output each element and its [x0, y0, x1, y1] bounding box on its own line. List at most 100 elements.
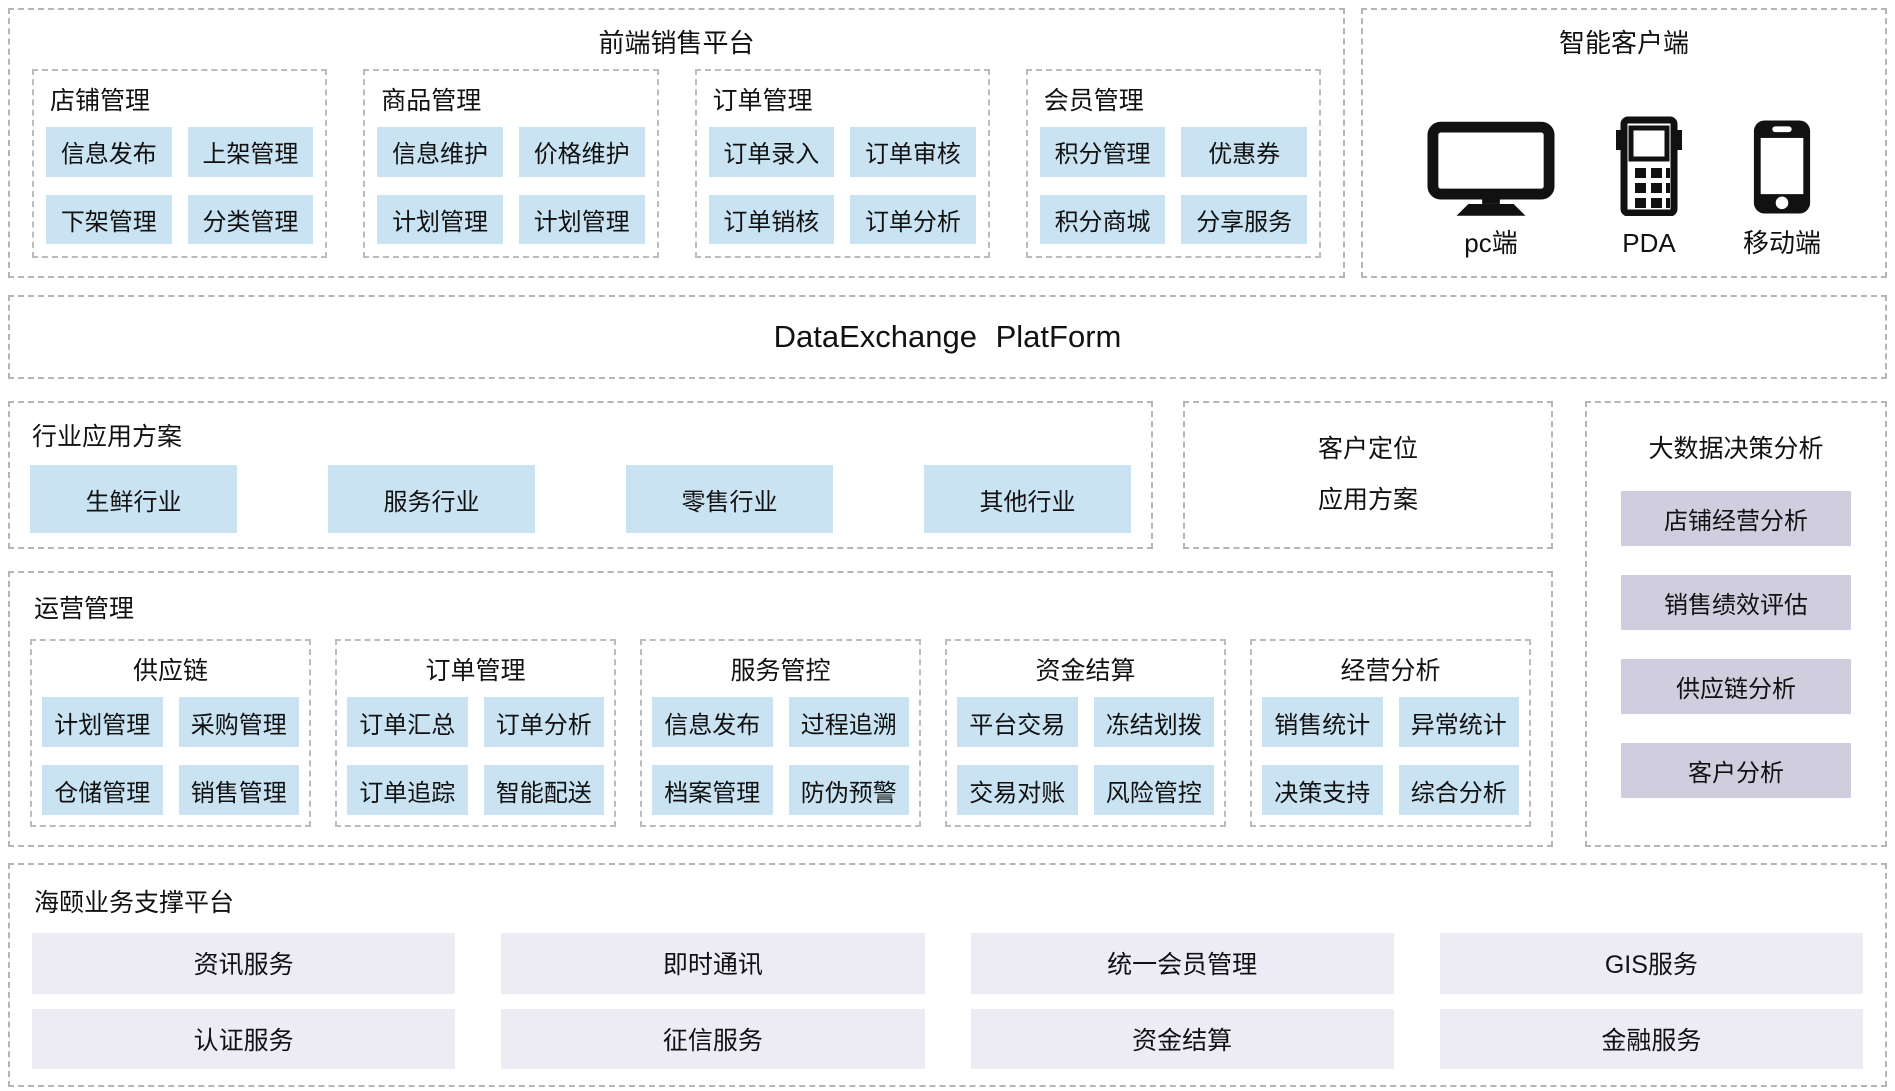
diagram-item: 档案管理 [652, 765, 773, 815]
diagram-item: 订单汇总 [347, 697, 468, 747]
device-pc: pc端 [1427, 121, 1555, 256]
industry-items: 生鲜行业 服务行业 零售行业 其他行业 [26, 465, 1135, 533]
customer-positioning-panel: 客户定位 应用方案 [1183, 401, 1553, 549]
diagram-item: 计划管理 [42, 697, 163, 747]
diagram-item: 认证服务 [32, 1008, 456, 1069]
top-row: 前端销售平台 店铺管理 信息发布 上架管理 下架管理 分类管理 商品管理 信息维… [8, 8, 1887, 278]
ops-group-supply-chain: 供应链 计划管理 采购管理 仓储管理 销售管理 [30, 639, 311, 827]
diagram-item: 生鲜行业 [30, 465, 237, 533]
customer-positioning-line2: 应用方案 [1317, 486, 1418, 514]
group-order-management: 订单管理 订单录入 订单审核 订单销核 订单分析 [694, 69, 990, 258]
diagram-item: 资金结算 [970, 1008, 1394, 1069]
device-label: 移动端 [1742, 228, 1821, 258]
diagram-item: 积分管理 [1039, 127, 1166, 177]
diagram-item: 订单审核 [850, 127, 976, 177]
diagram-item: 下架管理 [46, 194, 172, 244]
diagram-item: 平台交易 [957, 697, 1078, 747]
group-title: 店铺管理 [50, 87, 151, 116]
big-data-analysis-panel: 大数据决策分析 店铺经营分析 销售绩效评估 供应链分析 客户分析 [1585, 401, 1887, 847]
device-mobile: 移动端 [1743, 118, 1821, 256]
big-data-items: 店铺经营分析 销售绩效评估 供应链分析 客户分析 [1621, 491, 1851, 798]
group-items: 销售统计 异常统计 决策支持 综合分析 [1262, 697, 1519, 815]
front-groups: 店铺管理 信息发布 上架管理 下架管理 分类管理 商品管理 信息维护 价格维护 … [10, 59, 1343, 276]
group-items: 信息发布 过程追溯 档案管理 防伪预警 [652, 697, 909, 815]
ops-group-order-management: 订单管理 订单汇总 订单分析 订单追踪 智能配送 [335, 639, 616, 827]
diagram-item: 金融服务 [1439, 1008, 1863, 1069]
ops-group-business-analysis: 经营分析 销售统计 异常统计 决策支持 综合分析 [1250, 639, 1531, 827]
group-product-management: 商品管理 信息维护 价格维护 计划管理 计划管理 [363, 69, 659, 258]
diagram-item: 过程追溯 [788, 697, 909, 747]
diagram-item: 客户分析 [1621, 743, 1851, 798]
diagram-item: 供应链分析 [1621, 659, 1851, 714]
ops-group-service-control: 服务管控 信息发布 过程追溯 档案管理 防伪预警 [640, 639, 921, 827]
industry-solutions-title: 行业应用方案 [32, 423, 183, 451]
smart-client-title: 智能客户端 [1558, 28, 1689, 58]
diagram-item: 销售管理 [178, 765, 299, 815]
device-label: pc端 [1464, 228, 1518, 258]
middle-left-top-row: 行业应用方案 生鲜行业 服务行业 零售行业 其他行业 客户定位 应用方案 [8, 401, 1553, 549]
diagram-item: 价格维护 [518, 127, 645, 177]
group-items: 积分管理 优惠券 积分商城 分享服务 [1039, 127, 1307, 244]
diagram-item: 销售统计 [1262, 697, 1383, 747]
diagram-item: 分享服务 [1181, 194, 1307, 244]
support-services: 资讯服务 即时通讯 统一会员管理 GIS服务 认证服务 征信服务 资金结算 金融… [28, 933, 1867, 1069]
group-items: 平台交易 冻结划拨 交易对账 风险管控 [957, 697, 1214, 815]
diagram-item: 销售绩效评估 [1621, 575, 1851, 630]
support-platform-panel: 海颐业务支撑平台 资讯服务 即时通讯 统一会员管理 GIS服务 认证服务 征信服… [8, 863, 1887, 1087]
client-devices: pc端 [1363, 59, 1885, 276]
group-items: 订单汇总 订单分析 订单追踪 智能配送 [347, 697, 604, 815]
group-items: 信息发布 上架管理 下架管理 分类管理 [46, 127, 314, 244]
diagram-item: 风险管控 [1093, 765, 1214, 815]
middle-row: 行业应用方案 生鲜行业 服务行业 零售行业 其他行业 客户定位 应用方案 运营管… [8, 401, 1887, 847]
diagram-item: 冻结划拨 [1093, 697, 1214, 747]
diagram-item: 交易对账 [957, 765, 1078, 815]
diagram-item: 统一会员管理 [970, 933, 1394, 994]
diagram-item: 优惠券 [1181, 127, 1307, 177]
group-items: 信息维护 价格维护 计划管理 计划管理 [377, 127, 645, 244]
group-items: 订单录入 订单审核 订单销核 订单分析 [708, 127, 976, 244]
group-title: 资金结算 [1035, 657, 1136, 685]
diagram-item: 计划管理 [377, 194, 503, 244]
diagram-item: 分类管理 [187, 194, 314, 244]
diagram-item: 其他行业 [924, 465, 1131, 533]
middle-left-column: 行业应用方案 生鲜行业 服务行业 零售行业 其他行业 客户定位 应用方案 运营管… [8, 401, 1553, 847]
diagram-item: 决策支持 [1262, 765, 1383, 815]
operations-management-panel: 运营管理 供应链 计划管理 采购管理 仓储管理 销售管理 订单管理 订单汇总 [8, 571, 1553, 847]
diagram-item: 服务行业 [328, 465, 535, 533]
diagram-item: 综合分析 [1398, 765, 1519, 815]
customer-positioning-line1: 客户定位 [1317, 435, 1418, 463]
pda-device-icon [1611, 116, 1687, 216]
group-title: 供应链 [132, 657, 208, 685]
smart-client-panel: 智能客户端 pc端 [1361, 8, 1887, 278]
desktop-monitor-icon [1427, 121, 1555, 216]
diagram-item: 信息维护 [377, 127, 503, 177]
group-member-management: 会员管理 积分管理 优惠券 积分商城 分享服务 [1025, 69, 1321, 258]
support-platform-title: 海颐业务支撑平台 [34, 889, 235, 917]
group-store-management: 店铺管理 信息发布 上架管理 下架管理 分类管理 [32, 69, 328, 258]
diagram-item: 订单录入 [708, 127, 835, 177]
diagram-item: 信息发布 [46, 127, 172, 177]
group-title: 订单管理 [712, 87, 813, 116]
diagram-item: 仓储管理 [42, 765, 163, 815]
diagram-item: 即时通讯 [501, 933, 925, 994]
operations-groups: 供应链 计划管理 采购管理 仓储管理 销售管理 订单管理 订单汇总 订单分析 订… [30, 639, 1531, 827]
group-title: 订单管理 [425, 657, 526, 685]
diagram-item: 上架管理 [187, 127, 314, 177]
diagram-item: 订单销核 [708, 194, 835, 244]
data-exchange-platform-band: DataExchange PlatForm [8, 295, 1887, 379]
diagram-item: 异常统计 [1398, 697, 1519, 747]
operations-title: 运营管理 [34, 595, 135, 623]
diagram-item: 智能配送 [483, 765, 604, 815]
device-pda: PDA [1611, 116, 1687, 256]
industry-solutions-panel: 行业应用方案 生鲜行业 服务行业 零售行业 其他行业 [8, 401, 1153, 549]
group-title: 商品管理 [381, 87, 482, 116]
diagram-item: 店铺经营分析 [1621, 491, 1851, 546]
mobile-phone-icon [1751, 118, 1813, 216]
diagram-item: 订单分析 [850, 194, 976, 244]
diagram-item: 积分商城 [1039, 194, 1166, 244]
diagram-item: 计划管理 [518, 194, 645, 244]
diagram-item: 订单追踪 [347, 765, 468, 815]
diagram-item: 征信服务 [501, 1008, 925, 1069]
diagram-item: GIS服务 [1439, 933, 1863, 994]
big-data-analysis-title: 大数据决策分析 [1648, 435, 1824, 463]
